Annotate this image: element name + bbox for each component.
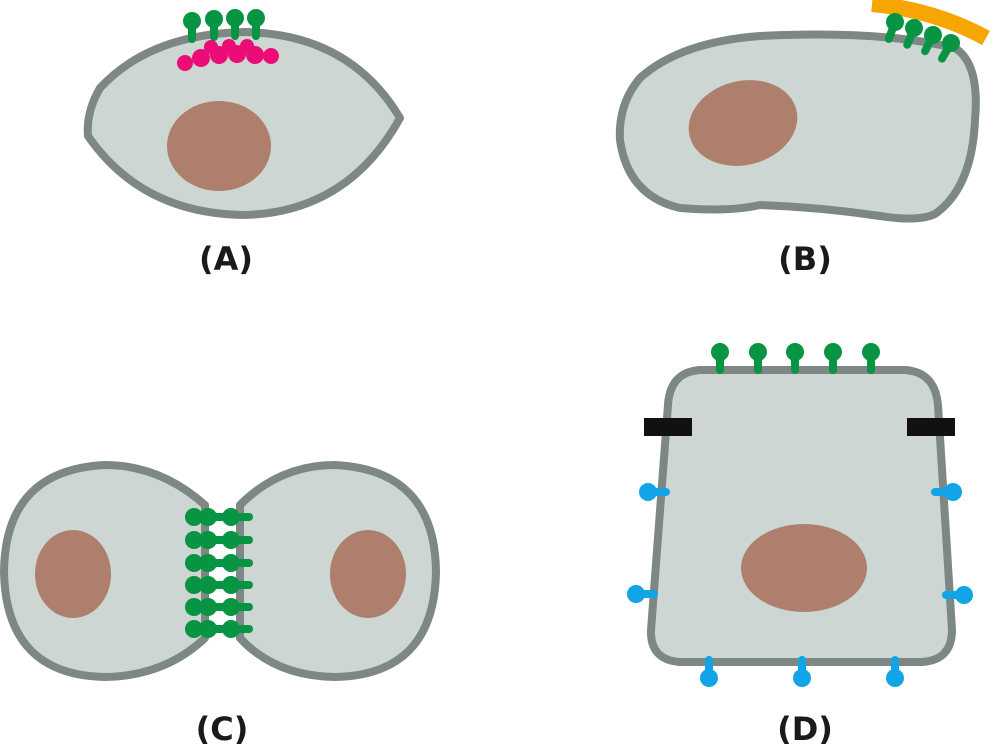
nucleus-c-right [330,530,406,618]
cell-d-body [647,366,956,666]
nucleus-c-left [35,530,111,618]
nucleus-a [167,101,271,191]
panel-b [615,0,990,223]
panel-label-a: (A) [199,240,253,278]
panel-label-c: (C) [196,710,249,744]
tight-junction-right-d [907,418,955,436]
panel-label-b: (B) [778,240,832,278]
panel-label-d: (D) [777,710,833,744]
nucleus-b [688,80,798,166]
magenta-cytoskeletal-anchor-a [177,39,279,71]
extracellular-matrix-b [871,0,990,46]
panel-d [627,343,973,687]
tight-junction-left-d [644,418,692,436]
panel-a [83,9,404,219]
nucleus-d [741,524,867,612]
panel-c [0,461,440,681]
cell-b-body [615,30,980,223]
